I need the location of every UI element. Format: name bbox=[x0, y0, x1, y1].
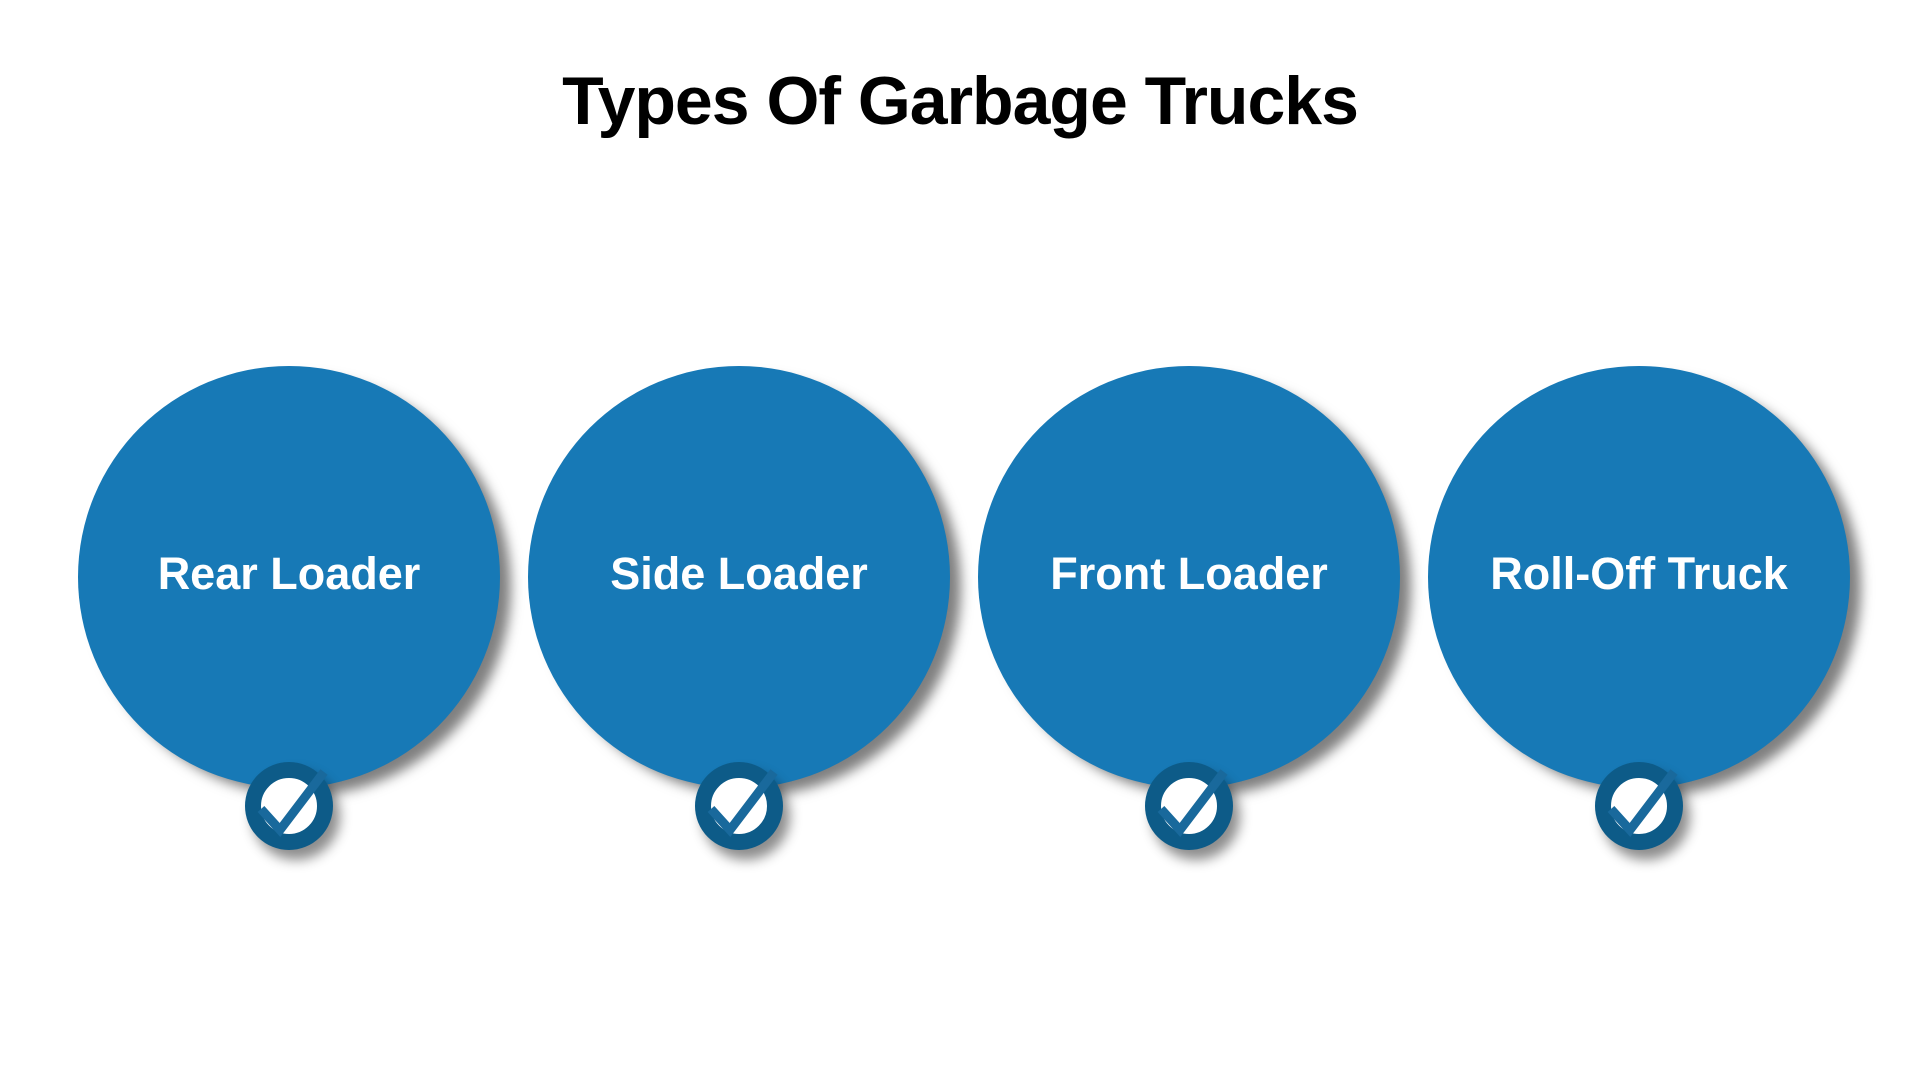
check-badge bbox=[695, 762, 783, 850]
circle-label: Roll-Off Truck bbox=[1490, 548, 1788, 599]
checkmark-icon bbox=[1607, 769, 1678, 838]
check-badge bbox=[245, 762, 333, 850]
circle-rear-loader: Rear Loader bbox=[78, 366, 500, 850]
page-title: Types Of Garbage Trucks bbox=[562, 63, 1359, 139]
checkmark-icon bbox=[257, 769, 328, 838]
circle-label: Rear Loader bbox=[157, 548, 421, 599]
truck-types-row: Rear Loader Side Loader Front Loader Rol… bbox=[78, 366, 1850, 850]
check-badge bbox=[1595, 762, 1683, 850]
checkmark-icon bbox=[1157, 769, 1228, 838]
circle-side-loader: Side Loader bbox=[528, 366, 950, 850]
circle-label: Front Loader bbox=[1050, 548, 1328, 599]
circle-front-loader: Front Loader bbox=[978, 366, 1400, 850]
check-badge bbox=[1145, 762, 1233, 850]
checkmark-icon bbox=[707, 769, 778, 838]
circle-roll-off-truck: Roll-Off Truck bbox=[1428, 366, 1850, 850]
circle-label: Side Loader bbox=[610, 548, 868, 599]
